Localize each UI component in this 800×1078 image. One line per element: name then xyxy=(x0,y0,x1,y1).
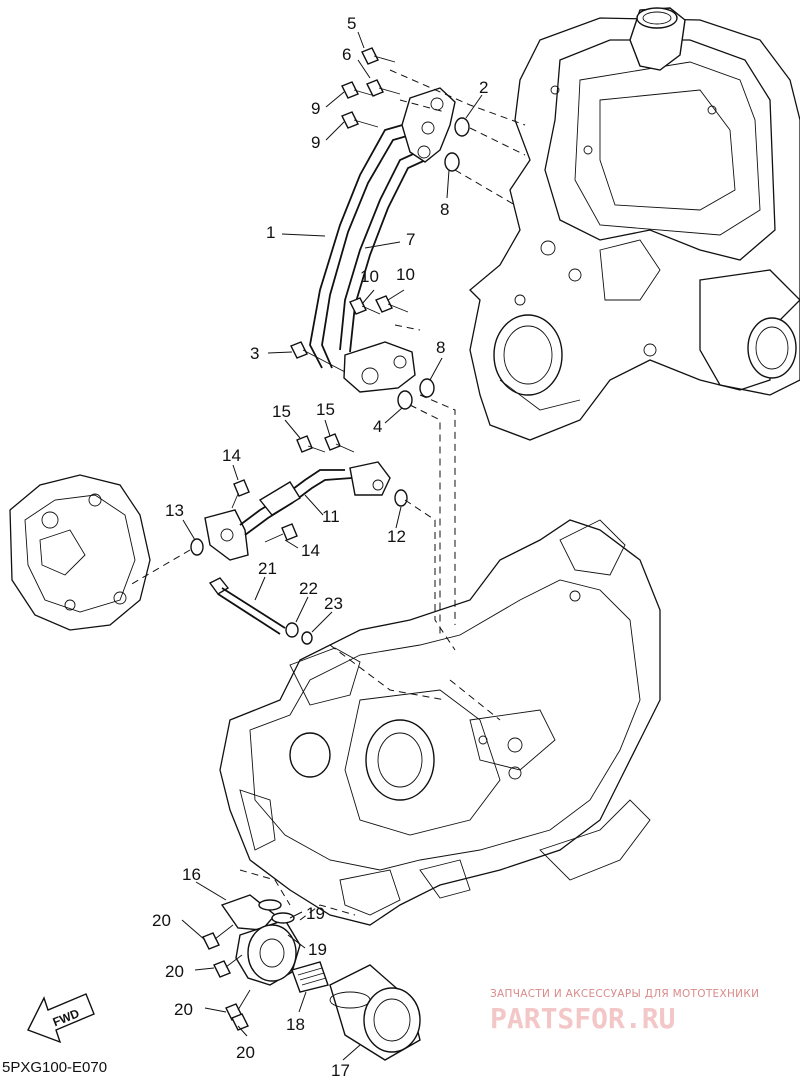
generator-cover xyxy=(9,474,151,631)
forward-direction-arrow: FWD xyxy=(27,993,95,1044)
part-label-15a: 15 xyxy=(272,402,291,421)
oil-delivery-pipes xyxy=(309,87,456,393)
part-label-9b: 9 xyxy=(311,133,320,152)
part-label-19a: 19 xyxy=(306,904,325,923)
part-label-12: 12 xyxy=(387,527,406,546)
drawing-code: 5PXG100-E070 xyxy=(2,1059,107,1076)
part-label-20a: 20 xyxy=(152,911,171,930)
relief-valve-assembly xyxy=(208,577,313,645)
upper-crankcase-cover xyxy=(469,7,800,441)
part-label-10b: 10 xyxy=(396,265,415,284)
part-label-8b: 8 xyxy=(436,338,445,357)
watermark-tagline: ЗАПЧАСТИ И АКСЕССУАРЫ ДЛЯ МОТОТЕХНИКИ xyxy=(490,988,759,1000)
part-label-16: 16 xyxy=(182,865,201,884)
part-label-15b: 15 xyxy=(316,400,335,419)
part-label-20b: 20 xyxy=(165,962,184,981)
part-label-17: 17 xyxy=(331,1061,350,1078)
part-label-11: 11 xyxy=(322,507,340,526)
watermark-logo: PARTSFOR.RU xyxy=(490,1002,675,1035)
crankcase xyxy=(219,519,661,926)
part-label-14a: 14 xyxy=(222,446,241,465)
bolt-group-top xyxy=(341,47,401,129)
leader-lines xyxy=(181,31,483,1061)
part-label-7: 7 xyxy=(406,230,415,249)
o-rings-upper xyxy=(397,117,470,410)
part-label-21: 21 xyxy=(258,559,277,578)
bolt-group-mid xyxy=(290,295,409,373)
oil-pipe-assembly xyxy=(190,433,408,561)
part-label-14b: 14 xyxy=(301,541,320,560)
part-label-5: 5 xyxy=(347,14,356,33)
part-label-3: 3 xyxy=(250,344,259,363)
part-label-2: 2 xyxy=(479,78,488,97)
part-label-22: 22 xyxy=(299,579,318,598)
part-label-9a: 9 xyxy=(311,99,320,118)
part-label-4: 4 xyxy=(373,417,382,436)
part-number-labels: 5 6 9 9 2 8 1 7 10 10 3 8 4 15 15 14 11 … xyxy=(152,14,488,1078)
part-label-20d: 20 xyxy=(236,1043,255,1062)
part-label-19b: 19 xyxy=(308,940,327,959)
part-label-20c: 20 xyxy=(174,1000,193,1019)
part-label-6: 6 xyxy=(342,45,351,64)
part-label-10a: 10 xyxy=(360,267,379,286)
part-label-23: 23 xyxy=(324,594,343,613)
part-label-1: 1 xyxy=(266,223,275,242)
part-label-18: 18 xyxy=(286,1015,305,1034)
part-label-8a: 8 xyxy=(440,200,449,219)
oil-filter-assembly xyxy=(202,894,421,1061)
watermark: ЗАПЧАСТИ И АКСЕССУАРЫ ДЛЯ МОТОТЕХНИКИ PA… xyxy=(490,988,759,1035)
part-label-13: 13 xyxy=(165,501,184,520)
alignment-lines xyxy=(129,69,526,921)
